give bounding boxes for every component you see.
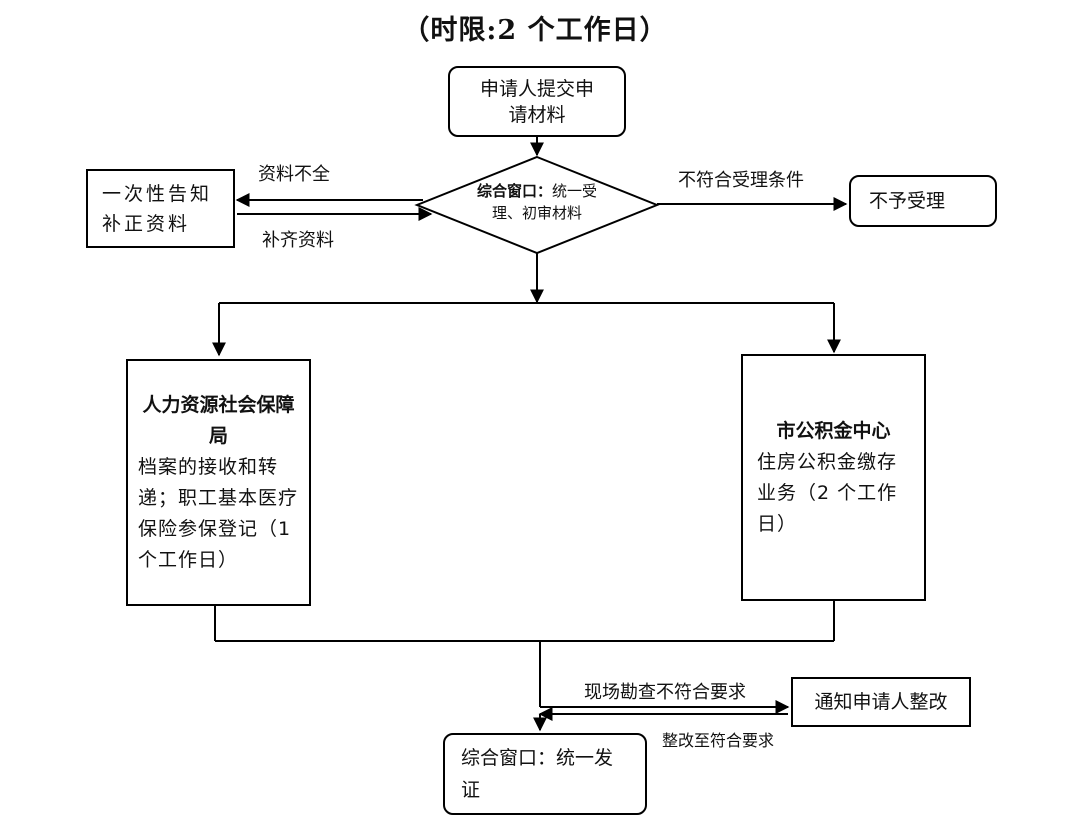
issue-box: 综合窗口：统一发证 [443, 733, 647, 815]
page-title: （时限:2 个工作日） [402, 15, 668, 46]
label-supplement: 补齐资料 [262, 230, 334, 251]
reject-box: 不予受理 [849, 175, 997, 227]
notify-fix-box: 通知申请人整改 [791, 677, 971, 727]
review-label: 综合窗口：统一受理、初审材料 [462, 180, 612, 224]
label-fixed: 整改至符合要求 [662, 731, 775, 750]
label-not-eligible: 不符合受理条件 [678, 170, 804, 191]
notify-once-box: 一次性告知补正资料 [86, 169, 235, 248]
fund-box: 市公积金中心 住房公积金缴存业务（2 个工作日） [741, 354, 926, 601]
review-label-rest: 统一受理、初审材料 [491, 182, 598, 222]
label-site-fail: 现场勘查不符合要求 [584, 682, 746, 703]
hrss-title: 人力资源社会保障局 [142, 393, 295, 447]
issue-label: 综合窗口：统一发证 [461, 747, 614, 801]
notify-fix-label: 通知申请人整改 [814, 691, 948, 713]
submit-box: 申请人提交申请材料 [448, 66, 626, 137]
submit-label: 申请人提交申请材料 [479, 77, 594, 126]
hrss-box: 人力资源社会保障局 档案的接收和转递；职工基本医疗保险参保登记（1 个工作日） [126, 359, 311, 606]
review-label-bold: 综合窗口： [476, 182, 552, 200]
fund-title: 市公积金中心 [776, 419, 891, 442]
fund-desc: 住房公积金缴存业务（2 个工作日） [757, 450, 898, 535]
reject-label: 不予受理 [869, 190, 946, 212]
label-incomplete: 资料不全 [258, 164, 330, 185]
notify-once-label: 一次性告知补正资料 [102, 183, 213, 235]
hrss-desc: 档案的接收和转递；职工基本医疗保险参保登记（1 个工作日） [138, 455, 299, 571]
